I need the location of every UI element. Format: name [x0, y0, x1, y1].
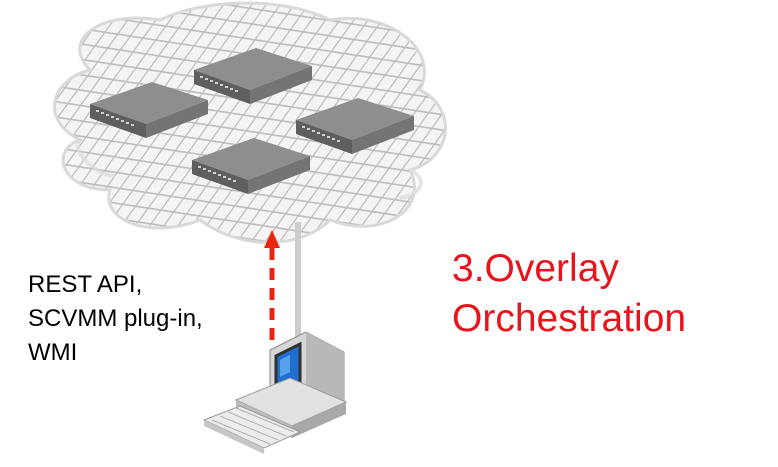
dashed-arrow-icon	[264, 230, 280, 340]
network-switch-icon	[90, 82, 208, 138]
api-methods-label: REST API, SCVMM plug-in, WMI	[28, 268, 203, 370]
title-line-2: Orchestration	[452, 297, 687, 340]
api-line-1: REST API,	[28, 271, 143, 298]
api-line-2: SCVMM plug-in,	[28, 305, 203, 332]
network-switch-icon	[296, 98, 414, 154]
api-line-3: WMI	[28, 339, 78, 366]
cloud-network-icon	[53, 1, 447, 244]
title-line-1: 3.Overlay	[452, 247, 619, 290]
overlay-orchestration-title: 3.Overlay Orchestration	[452, 244, 686, 344]
network-switch-icon	[192, 138, 310, 194]
desktop-computer-icon	[202, 331, 348, 454]
network-switch-icon	[194, 48, 312, 104]
